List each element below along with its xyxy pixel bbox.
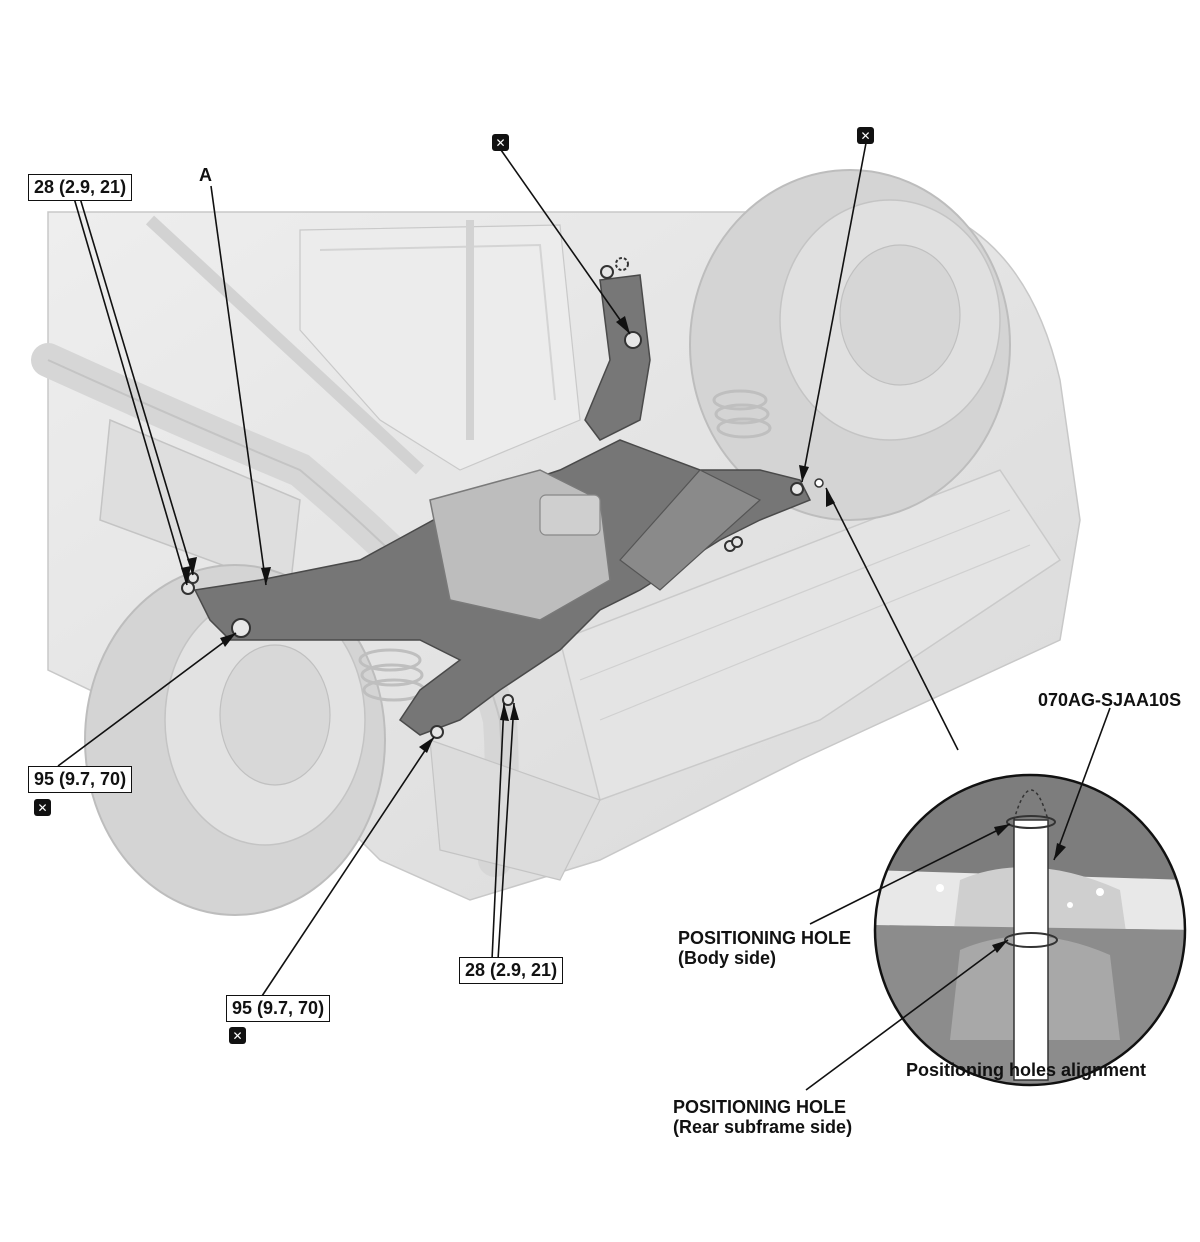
rear-tire-right bbox=[689, 169, 1011, 521]
positioning-hole-body-label: POSITIONING HOLE (Body side) bbox=[678, 928, 851, 968]
inset-caption: Positioning holes alignment bbox=[906, 1060, 1147, 1080]
positioning-hole-body-line1: POSITIONING HOLE bbox=[678, 928, 852, 948]
replace-part-icon bbox=[34, 799, 51, 816]
part-label-a: A bbox=[199, 165, 212, 185]
torque-spec-left-lower: 95 (9.7, 70) bbox=[28, 766, 133, 793]
coil-spring-right bbox=[712, 389, 772, 439]
replace-part-icon bbox=[229, 1027, 246, 1044]
positioning-hole-body-line2: (Body side) bbox=[678, 948, 777, 968]
leader-lines bbox=[57, 142, 1111, 1091]
tool-number-label: 070AG-SJAA10S bbox=[1038, 690, 1182, 710]
rear-tire-left bbox=[84, 564, 386, 916]
replace-part-icon bbox=[857, 127, 874, 144]
positioning-hole-subframe-label: POSITIONING HOLE (Rear subframe side) bbox=[673, 1097, 852, 1137]
torque-spec-bottom-center: 95 (9.7, 70) bbox=[226, 995, 331, 1022]
replace-part-icon bbox=[492, 134, 509, 151]
torque-spec-bottom-mid: 28 (2.9, 21) bbox=[459, 957, 564, 984]
rear-subframe bbox=[181, 257, 824, 739]
positioning-inset bbox=[873, 773, 1187, 1087]
torque-spec-top-left: 28 (2.9, 21) bbox=[28, 174, 133, 201]
leader-arrowheads bbox=[181, 316, 1066, 953]
positioning-hole-subframe-line1: POSITIONING HOLE bbox=[673, 1097, 847, 1117]
positioning-hole-subframe-line2: (Rear subframe side) bbox=[673, 1117, 853, 1137]
